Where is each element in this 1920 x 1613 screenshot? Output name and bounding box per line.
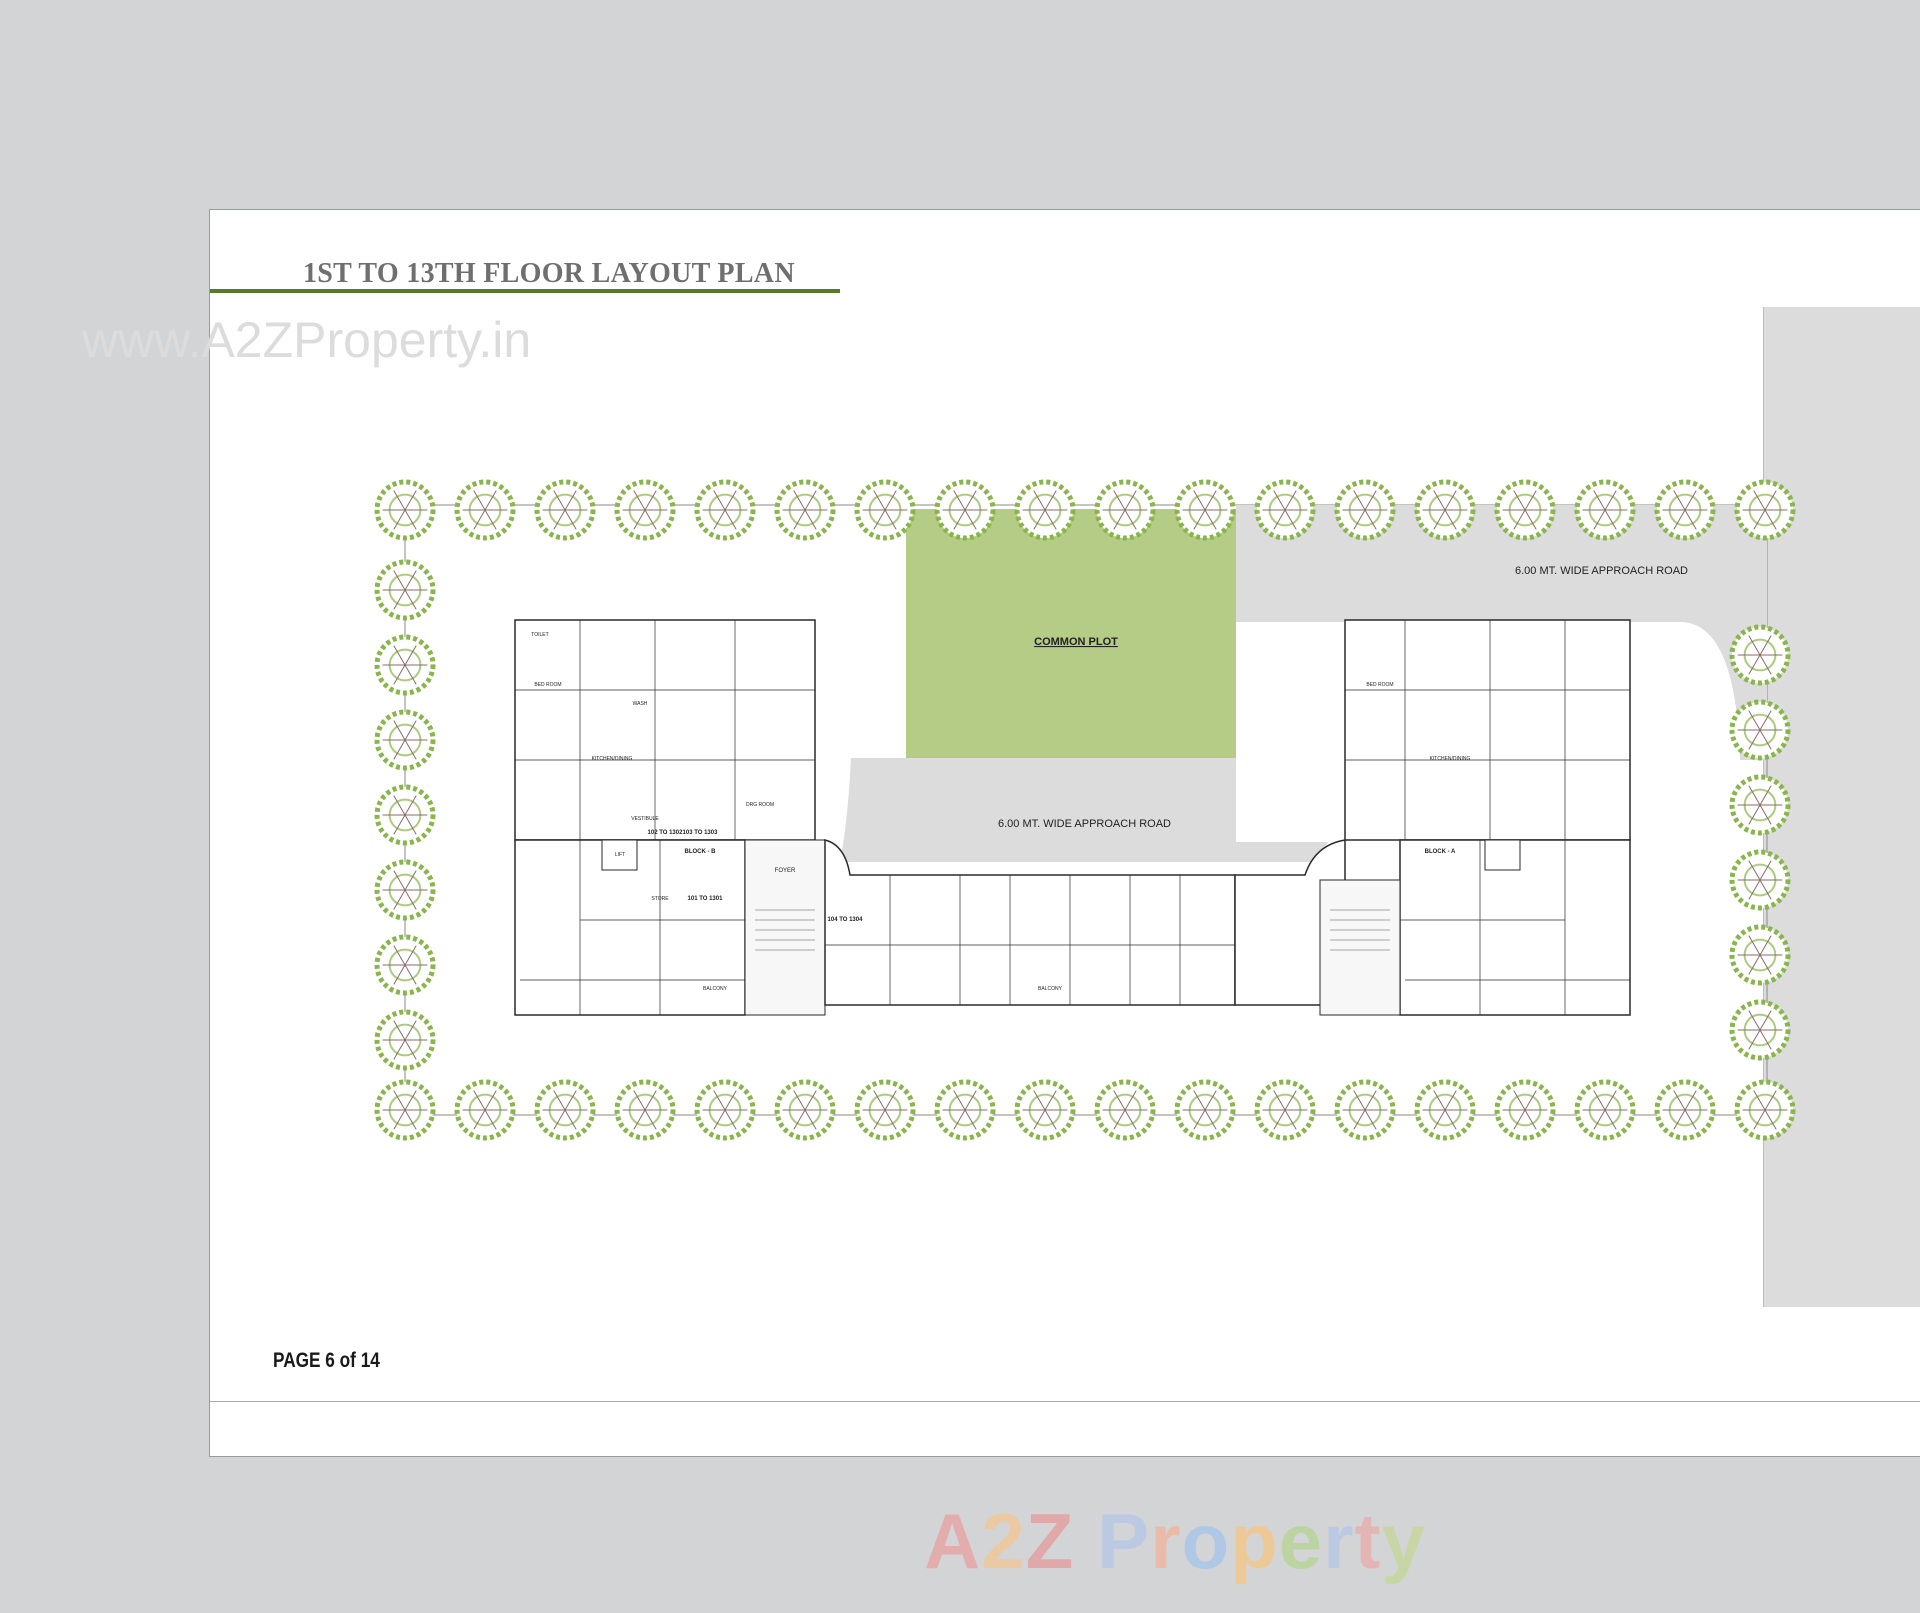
tree-icon	[374, 1009, 436, 1071]
tree-icon	[614, 479, 676, 541]
road-label-top: 6.00 MT. WIDE APPROACH ROAD	[1515, 565, 1688, 577]
approach-road-middle-fill	[851, 758, 1236, 858]
tree-icon	[774, 1079, 836, 1141]
tree-icon	[854, 1079, 916, 1141]
tree-icon	[1729, 924, 1791, 986]
brand-letter: p	[1230, 1497, 1279, 1585]
foyer-label: FOYER	[775, 868, 796, 874]
top-watermark: www.A2ZProperty.in	[82, 312, 532, 368]
tree-icon	[1729, 999, 1791, 1061]
room-label: TOILET	[531, 632, 548, 638]
brand-letter: Z	[1025, 1497, 1075, 1585]
tree-icon	[854, 479, 916, 541]
tree-icon	[1334, 1079, 1396, 1141]
tree-icon	[1734, 1079, 1796, 1141]
tree-icon	[934, 1079, 996, 1141]
tree-icon	[374, 709, 436, 771]
tree-icon	[1494, 479, 1556, 541]
tree-icon	[1094, 479, 1156, 541]
room-label: BALCONY	[1038, 986, 1063, 992]
page-number: PAGE 6 of 14	[273, 1349, 380, 1372]
room-label: KITCHEN/DINING	[592, 756, 633, 762]
unit-range-label: 102 TO 1302	[648, 830, 684, 836]
room-label: STORE	[651, 896, 669, 902]
room-label: DRG ROOM	[746, 802, 774, 808]
brand-letter: 2	[981, 1497, 1026, 1585]
tree-icon	[1654, 479, 1716, 541]
brand-letter: e	[1278, 1497, 1324, 1585]
room-label: WASH	[633, 701, 648, 707]
tree-icon	[1654, 1079, 1716, 1141]
tree-icon	[1414, 1079, 1476, 1141]
block-b-label: BLOCK - B	[685, 849, 717, 855]
common-plot	[906, 509, 1236, 758]
tree-icon	[374, 479, 436, 541]
brand-letter	[1074, 1496, 1097, 1587]
room-label: BALCONY	[703, 986, 728, 992]
unit-range-label: 101 TO 1301	[688, 896, 724, 902]
tree-icon	[774, 479, 836, 541]
brand-letter: r	[1323, 1497, 1355, 1585]
tree-icon	[374, 559, 436, 621]
tree-icon	[454, 1079, 516, 1141]
room-label: BED ROOM	[1366, 682, 1393, 688]
room-labels: BED ROOM KITCHEN/DINING TOILET DRG ROOM …	[531, 632, 1470, 992]
tree-icon	[1574, 479, 1636, 541]
tree-border	[374, 479, 1796, 1141]
tree-icon	[1734, 479, 1796, 541]
brand-letter: o	[1181, 1497, 1231, 1585]
tree-icon	[374, 1079, 436, 1141]
title-underline	[210, 289, 840, 293]
tree-icon	[694, 479, 756, 541]
road-label-middle: 6.00 MT. WIDE APPROACH ROAD	[998, 818, 1171, 830]
room-label: KITCHEN/DINING	[1430, 756, 1471, 762]
tree-icon	[534, 479, 596, 541]
footer-rule	[210, 1401, 1920, 1402]
tree-icon	[1174, 479, 1236, 541]
brand-watermark: A2Z Property	[924, 1496, 1426, 1587]
common-plot-label: COMMON PLOT	[1034, 636, 1118, 648]
unit-range-label: 103 TO 1303	[683, 830, 719, 836]
tree-icon	[1729, 699, 1791, 761]
brand-letter: P	[1097, 1497, 1151, 1585]
tree-icon	[1254, 1079, 1316, 1141]
approach-road-top	[1236, 505, 1767, 760]
tree-icon	[1729, 774, 1791, 836]
tree-icon	[1094, 1079, 1156, 1141]
tree-icon	[374, 859, 436, 921]
page-title: 1ST TO 13TH FLOOR LAYOUT PLAN	[303, 258, 795, 289]
room-label: BED ROOM	[534, 682, 561, 688]
room-label: VESTIBULE	[631, 816, 659, 822]
tree-icon	[1014, 479, 1076, 541]
tree-icon	[374, 934, 436, 996]
building-center-section	[824, 839, 1236, 1006]
tree-icon	[1014, 1079, 1076, 1141]
tree-icon	[934, 479, 996, 541]
tree-icon	[1174, 1079, 1236, 1141]
tree-icon	[1494, 1079, 1556, 1141]
building-block-a	[1234, 619, 1631, 1016]
tree-icon	[1334, 479, 1396, 541]
brand-letter: y	[1381, 1497, 1426, 1585]
unit-range-label: 104 TO 1304	[828, 917, 864, 923]
tree-icon	[1414, 479, 1476, 541]
tree-icon	[1729, 849, 1791, 911]
tree-icon	[1254, 479, 1316, 541]
building-block-b	[514, 619, 826, 1016]
tree-icon	[614, 1079, 676, 1141]
brand-letter: r	[1150, 1497, 1182, 1585]
tree-icon	[534, 1079, 596, 1141]
tree-icon	[1574, 1079, 1636, 1141]
tree-icon	[694, 1079, 756, 1141]
brand-letter: A	[924, 1497, 982, 1585]
tree-icon	[454, 479, 516, 541]
tree-icon	[374, 784, 436, 846]
room-label: LIFT	[615, 852, 625, 858]
block-a-label: BLOCK - A	[1425, 849, 1456, 855]
brand-letter: t	[1354, 1497, 1382, 1585]
tree-icon	[1729, 624, 1791, 686]
tree-icon	[374, 634, 436, 696]
